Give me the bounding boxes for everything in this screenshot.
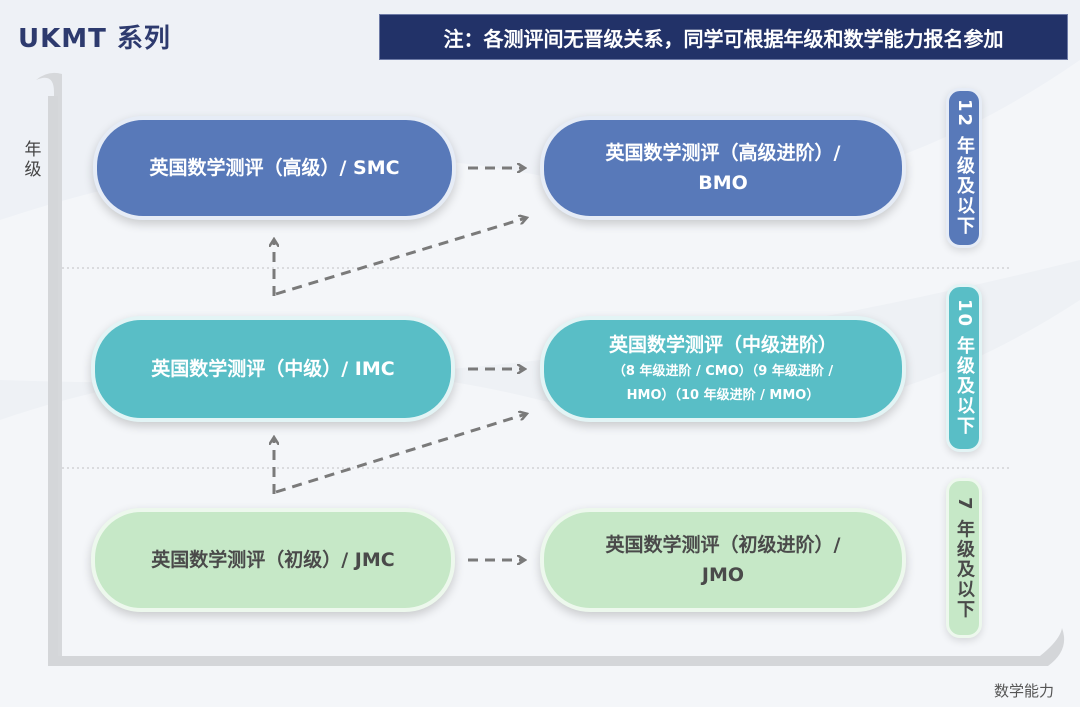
node-jmc: 英国数学测评（初级）/ JMC <box>91 508 455 612</box>
node-jmo: 英国数学测评（初级进阶）/ JMO <box>540 508 906 612</box>
node-imc-label: 英国数学测评（中级）/ IMC <box>151 358 395 380</box>
node-intermediate-advanced-line1: 英国数学测评（中级进阶） <box>608 334 837 356</box>
page-title: UKMT 系列 <box>18 24 171 54</box>
grade-badge-senior: 12 年级及以下 <box>946 88 982 248</box>
node-imc: 英国数学测评（中级）/ IMC <box>91 316 455 422</box>
grade-badge-junior: 7 年级及以下 <box>946 478 982 638</box>
node-intermediate-advanced-line2: （8 年级进阶 / CMO）（9 年级进阶 / <box>612 364 834 379</box>
node-jmo-line2: JMO <box>701 564 745 586</box>
x-axis-label: 数学能力 <box>994 682 1055 700</box>
node-smc: 英国数学测评（高级）/ SMC <box>93 116 456 220</box>
grade-badge-senior-text: 12 年级及以下 <box>954 99 975 237</box>
grade-badge-intermediate: 10 年级及以下 <box>946 284 982 452</box>
node-intermediate-advanced: 英国数学测评（中级进阶） （8 年级进阶 / CMO）（9 年级进阶 / HMO… <box>540 316 906 422</box>
x-axis <box>48 656 1048 666</box>
node-bmo: 英国数学测评（高级进阶）/ BMO <box>540 116 906 220</box>
note-banner: 注：各测评间无晋级关系，同学可根据年级和数学能力报名参加 <box>379 14 1068 60</box>
node-jmo-line1: 英国数学测评（初级进阶）/ <box>605 534 841 556</box>
node-bmo-line1: 英国数学测评（高级进阶）/ <box>605 142 841 164</box>
node-smc-label: 英国数学测评（高级）/ SMC <box>149 157 400 179</box>
grade-badge-intermediate-text: 10 年级及以下 <box>954 299 975 437</box>
node-bmo-line2: BMO <box>698 172 748 194</box>
grade-badge-junior-text: 7 年级及以下 <box>954 496 975 620</box>
arrow-diag-upper <box>275 218 526 296</box>
node-jmc-label: 英国数学测评（初级）/ JMC <box>151 549 395 571</box>
node-intermediate-advanced-line3: HMO）（10 年级进阶 / MMO） <box>626 388 820 403</box>
y-axis-label: 年级 <box>24 140 42 180</box>
arrow-diag-lower <box>275 414 526 494</box>
